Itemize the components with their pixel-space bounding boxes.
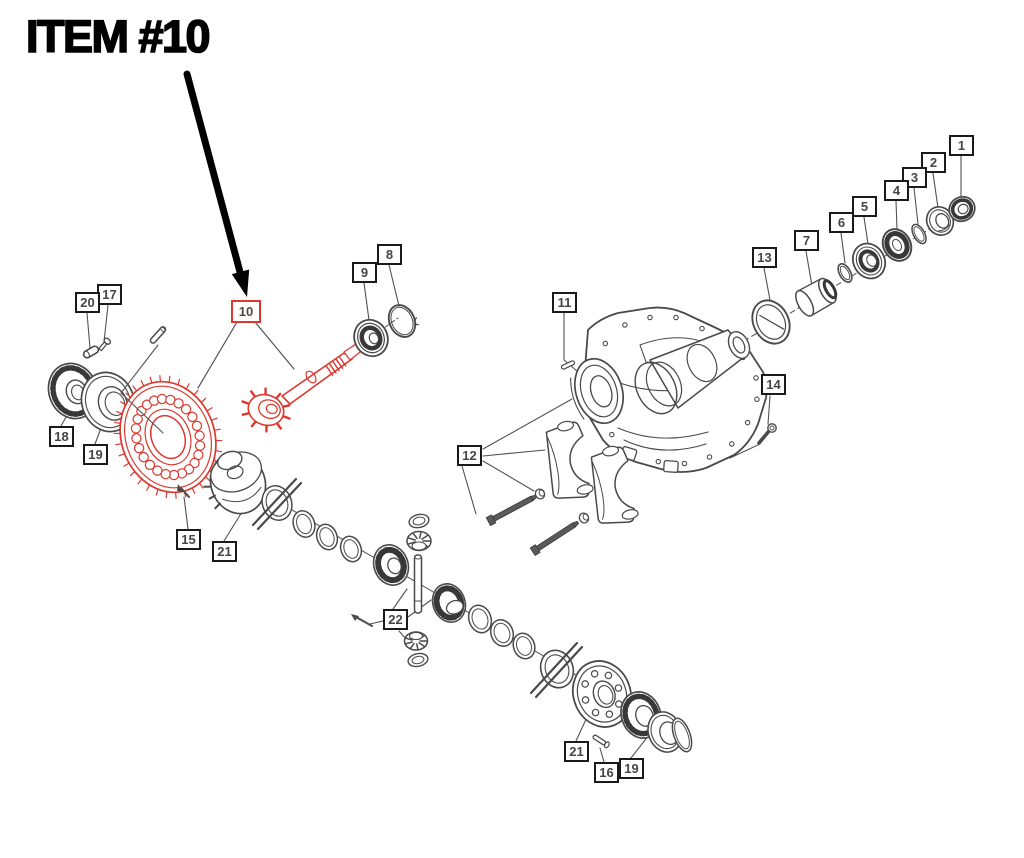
side-gear-part [372,544,410,586]
seal-ring-part [751,299,791,345]
callout-20: 20 [75,292,100,313]
carrier-housing-part [560,306,768,473]
callout-15: 15 [176,529,201,550]
spacer-ring-part [671,717,693,753]
snap-ring-part [387,304,420,338]
cap-bolt-part [529,520,580,556]
spider-washer-part [408,513,430,529]
spider-washer-part [407,652,429,668]
callout-21-b: 21 [564,741,589,762]
axle-flange-hub-part [571,660,633,728]
roll-pin-part [149,326,167,344]
bearing-cap-part [545,420,594,499]
snap-ring-part [837,263,853,283]
ferrule-part [578,512,590,524]
callout-12: 12 [457,445,482,466]
thrust-washer-part [315,523,339,551]
overlay-leaders [120,344,373,627]
callout-9: 9 [352,262,377,283]
leader-lines [60,155,962,763]
callout-14: 14 [761,374,786,395]
flange-bearing-part [925,205,955,237]
spider-gear-part [406,530,432,552]
clutch-pack-part [251,477,303,531]
ferrule-part [534,488,546,500]
clutch-pack-part [529,641,584,699]
dowel-pin-part [592,734,610,749]
screw-part [98,337,112,352]
callout-18: 18 [49,426,74,447]
pinion-nut-part [948,195,976,223]
bearing-cap-part [590,445,639,524]
pinion-gear-part [241,340,366,433]
pinion-front-bearing-part [353,318,389,358]
callout-5: 5 [852,196,877,217]
differential-case-part [203,450,267,515]
callout-2: 2 [921,152,946,173]
callout-8: 8 [377,244,402,265]
callout-10: 10 [231,300,261,323]
thrust-washer-part [339,535,363,563]
thrust-washer-part [292,510,316,538]
stud-part [560,360,576,370]
pinion-spacer-part [795,277,838,317]
item-pointer-arrow [183,70,250,297]
oil-seal-part [881,228,913,262]
ring-gear-part [113,375,223,499]
axle-tube-bore [570,357,624,425]
thrust-washer-part [467,604,493,634]
callout-11: 11 [552,292,577,313]
callout-16: 16 [594,762,619,783]
cross-shaft-part [413,554,423,614]
pinion-snout [634,329,751,415]
side-gear-part [431,583,467,623]
callout-19: 19 [83,444,108,465]
cap-bolt-part [485,494,538,526]
thrust-washer-part [489,619,515,647]
callout-4: 4 [884,180,909,201]
washer-part [911,223,927,245]
housing-bolt-part [757,423,777,445]
callout-22: 22 [383,609,408,630]
callout-17: 17 [97,284,122,305]
callout-1: 1 [949,135,974,156]
pinion-outer-bearing-part [851,242,887,280]
callout-13: 13 [752,247,777,268]
callout-7: 7 [794,230,819,251]
page-title: ITEM #10 [25,10,211,63]
spider-gear-part [403,631,429,651]
callout-21: 21 [212,541,237,562]
callout-19-b: 19 [619,758,644,779]
retainer-clip-part [82,345,100,359]
thrust-washer-part [512,632,536,660]
callout-6: 6 [829,212,854,233]
